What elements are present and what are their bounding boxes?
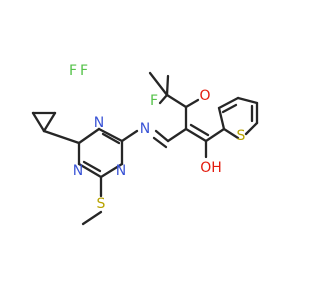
triazine-nitrogen-1: N (94, 115, 104, 131)
atom-labels: F F F O OH N N N N S S (69, 63, 246, 212)
triazine-ring (77, 127, 124, 179)
imine-linker (120, 129, 170, 149)
enone-chain (165, 93, 226, 159)
triazine-nitrogen-3: N (116, 163, 126, 179)
hydroxyl-group: OH (200, 160, 222, 176)
thiophene-ring (217, 96, 259, 140)
fluorine-atom-3: F (150, 93, 158, 109)
methylthio-group (81, 175, 103, 226)
thiophene-sulfur: S (237, 128, 246, 144)
ketone-oxygen: O (199, 88, 210, 104)
triazine-nitrogen-2: N (73, 163, 83, 179)
molecule-canvas: F F F O OH N N N N S S (31, 63, 259, 226)
cyclopropyl-group (31, 111, 81, 145)
fluorine-atom-2: F (80, 63, 88, 79)
trifluoromethyl-group (148, 71, 170, 105)
structure-diagram: F F F O OH N N N N S S (31, 63, 259, 226)
methylthio-sulfur: S (97, 196, 106, 212)
fluorine-atom-1: F (69, 63, 77, 79)
imine-nitrogen: N (140, 121, 150, 137)
